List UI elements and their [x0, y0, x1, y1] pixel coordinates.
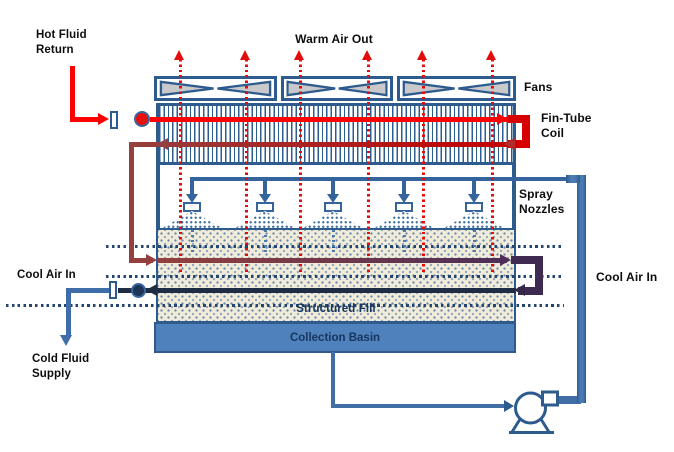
coil-elbow-top [508, 115, 530, 123]
collection-basin-label: Collection Basin [289, 331, 381, 344]
warm-air-arrow-stem [422, 59, 425, 275]
cold-return-arrow-icon [514, 284, 525, 296]
fill-elbow-bottom [518, 287, 543, 295]
hot-return-pipe-horizontal [70, 117, 100, 122]
spray-fall-dots [332, 230, 335, 252]
cool-air-dotted-line-middle [106, 275, 564, 278]
spray-arrow-icon [468, 194, 480, 203]
spray-cone [162, 211, 222, 228]
casing-wall-left [156, 165, 160, 229]
hot-return-pipe-vertical [70, 66, 75, 120]
spray-nozzle [395, 202, 413, 212]
spray-cone [444, 211, 504, 228]
coil-elbow-right [522, 115, 530, 148]
riser-elbow [566, 175, 580, 183]
cold-return-pipe [118, 288, 516, 293]
fill-pass-arrow-icon [146, 254, 157, 266]
spray-cone [374, 211, 434, 228]
spray-arrow-icon [186, 194, 198, 203]
warm-air-arrow-icon [486, 50, 496, 60]
warm-air-arrow-stem [299, 59, 302, 275]
downcomer-pipe-vertical [129, 142, 134, 263]
warm-air-arrow-icon [174, 50, 184, 60]
cold-supply-pipe-vertical [66, 288, 71, 335]
spray-nozzle [465, 202, 483, 212]
cold-fluid-supply-label: Cold Fluid Supply [32, 353, 90, 380]
valve-icon [109, 281, 117, 299]
fan-box [281, 76, 393, 101]
fan-box [397, 76, 516, 101]
spray-header-pipe [190, 177, 580, 181]
fill-elbow-top [511, 256, 543, 264]
spray-fall-dots [191, 230, 194, 252]
warm-air-arrow-stem [245, 59, 248, 275]
warm-air-arrow-icon [294, 50, 304, 60]
spray-nozzle [324, 202, 342, 212]
valve-icon [110, 111, 118, 129]
spray-cone [303, 211, 363, 228]
cold-supply-arrow-icon [60, 335, 72, 346]
fill-elbow-right [535, 256, 543, 295]
warm-air-arrow-stem [367, 59, 370, 275]
spray-fall-dots [473, 230, 476, 252]
fill-pass-pipe [157, 258, 507, 263]
cool-air-dotted-line-bottom [6, 304, 564, 307]
warm-air-arrow-stem [491, 59, 494, 275]
spray-drop-pipe [190, 179, 194, 195]
riser-pipe [577, 175, 586, 403]
hot-fluid-return-label: Hot Fluid Return [36, 29, 87, 56]
spray-fall-dots [403, 230, 406, 252]
coil-return-arrow-icon [157, 138, 168, 150]
cold-port-icon [131, 283, 146, 298]
warm-air-arrow-stem [179, 59, 182, 275]
spray-arrow-icon [259, 194, 271, 203]
spray-nozzles-label: Spray Nozzles [519, 187, 565, 216]
fill-pass-arrow-icon [500, 254, 511, 266]
spray-drop-pipe [263, 179, 267, 195]
hot-port-icon [134, 111, 150, 127]
spray-drop-pipe [331, 179, 335, 195]
fan-blade-icon [159, 80, 272, 97]
hot-flow-arrow-icon [497, 113, 508, 125]
spray-nozzle [183, 202, 201, 212]
coil-supply-pipe [150, 117, 508, 122]
fin-tube-coil-section [156, 103, 516, 165]
structured-fill-label: Structured Fill [296, 303, 376, 315]
warm-air-arrow-icon [240, 50, 250, 60]
coil-elbow-bottom [508, 140, 530, 148]
cold-return-arrow-icon [146, 284, 157, 296]
coil-return-arrow-icon [504, 138, 515, 150]
hot-flow-arrow-icon [98, 113, 109, 125]
cool-air-in-left-label: Cool Air In [17, 269, 76, 281]
fan-blade-icon [402, 80, 511, 97]
spray-nozzle [256, 202, 274, 212]
spray-drop-pipe [402, 179, 406, 195]
fan-box [154, 76, 277, 101]
pump-inlet-arrow-icon [504, 400, 514, 412]
cool-air-dotted-line-top [106, 245, 564, 248]
cool-air-in-right-label: Cool Air In [596, 270, 658, 284]
pump-outlet-pipe [553, 396, 581, 404]
fans-label: Fans [524, 80, 553, 94]
basin-outlet-pipe-vertical [331, 352, 335, 408]
casing-wall-right [512, 165, 516, 229]
coil-return-pipe [131, 142, 508, 147]
spray-fall-dots [264, 230, 267, 252]
fin-tube-coil-label: Fin-Tube Coil [541, 111, 592, 140]
spray-arrow-icon [327, 194, 339, 203]
cold-supply-pipe-horizontal [66, 288, 111, 293]
warm-air-out-label: Warm Air Out [295, 32, 373, 46]
downcomer-pipe-elbow [129, 258, 153, 263]
pump-icon [509, 390, 559, 434]
warm-air-arrow-icon [417, 50, 427, 60]
warm-air-arrow-icon [362, 50, 372, 60]
spray-cone [235, 211, 295, 228]
spray-drop-pipe [472, 179, 476, 195]
basin-outlet-pipe-horizontal [331, 404, 506, 408]
spray-arrow-icon [398, 194, 410, 203]
collection-basin: Collection Basin [154, 322, 516, 353]
